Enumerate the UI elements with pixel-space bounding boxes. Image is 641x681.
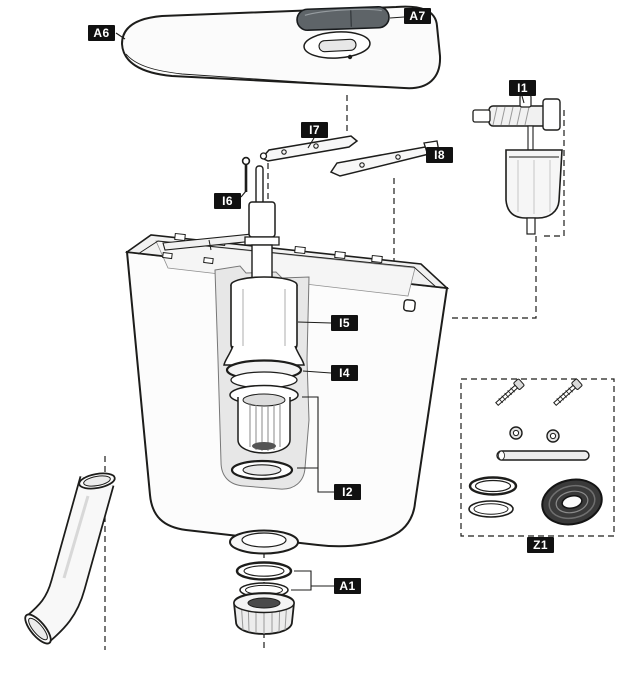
part-label-Z1-text: Z1 [533, 538, 548, 552]
screw-icon [553, 378, 583, 407]
rod-icon [496, 450, 590, 461]
part-label-I6: I6 [214, 193, 241, 209]
fill-valve-part [472, 94, 563, 235]
part-label-A1-text: A1 [339, 579, 356, 593]
part-label-I8-text: I8 [434, 148, 445, 162]
accessories-kit [460, 378, 615, 537]
part-label-I4-text: I4 [339, 366, 350, 380]
part-label-I6-text: I6 [222, 194, 233, 208]
pushbutton-part [296, 5, 390, 32]
part-label-I7: I7 [301, 122, 328, 138]
flush-bend-pipe [24, 472, 116, 645]
tank-lid-part [120, 5, 442, 90]
part-label-I1: I1 [509, 80, 536, 96]
part-label-A7: A7 [404, 8, 431, 24]
o-ring-icon [468, 500, 514, 518]
part-label-I4: I4 [331, 365, 358, 381]
part-label-A6-text: A6 [93, 26, 110, 40]
o-ring-icon [468, 476, 518, 496]
part-label-I5: I5 [331, 315, 358, 331]
washer-icon [546, 429, 560, 443]
part-label-I2: I2 [334, 484, 361, 500]
leader-lines [115, 16, 525, 591]
grommet-icon [541, 478, 603, 526]
part-label-I5-text: I5 [339, 316, 350, 330]
part-label-I8: I8 [426, 147, 453, 163]
pull-rod [241, 156, 251, 192]
flush-valve-assembly [223, 165, 305, 481]
washer-icon [509, 426, 523, 440]
part-label-A1: A1 [334, 578, 361, 594]
part-label-I2-text: I2 [342, 485, 353, 499]
part-label-A6: A6 [88, 25, 115, 41]
part-label-Z1: Z1 [527, 537, 554, 553]
screw-icon [495, 378, 525, 407]
lever-arm-I7-part [259, 135, 359, 162]
part-label-I1-text: I1 [517, 81, 528, 95]
part-label-A7-text: A7 [409, 9, 426, 23]
outlet-parts [229, 529, 299, 635]
part-label-I7-text: I7 [309, 123, 320, 137]
